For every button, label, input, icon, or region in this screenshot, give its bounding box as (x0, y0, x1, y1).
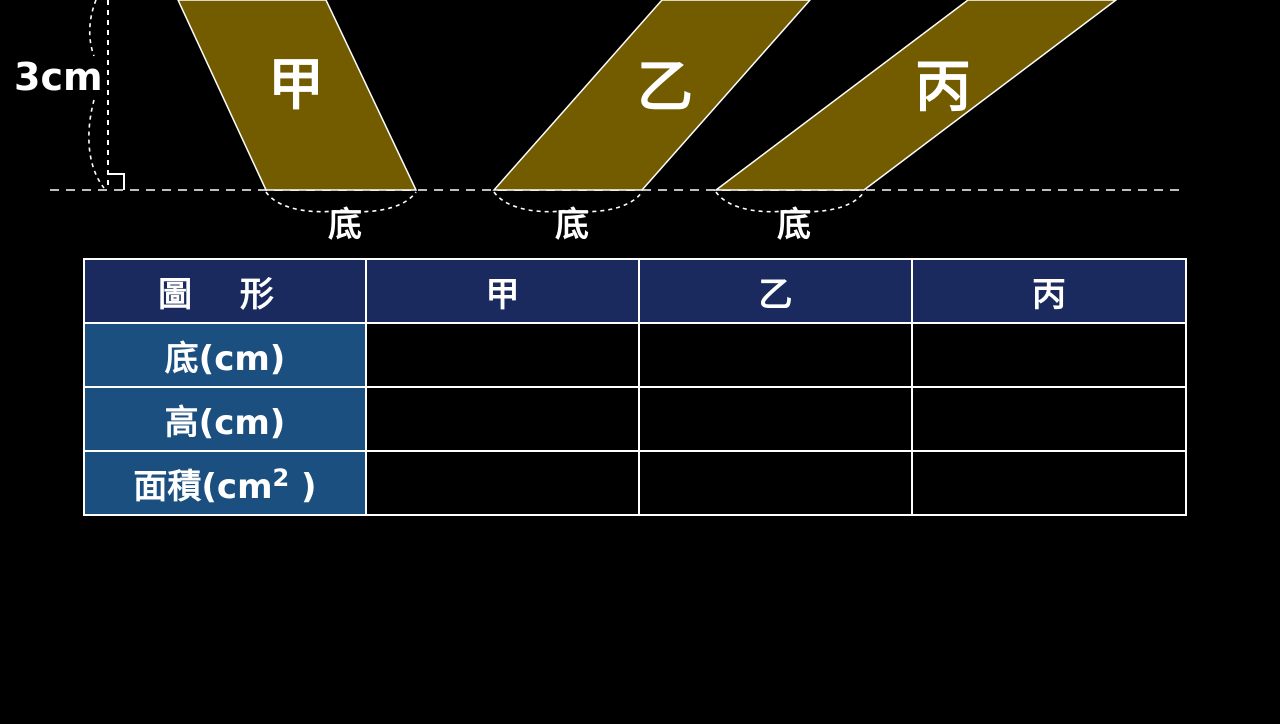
shape-label-yi: 乙 (637, 55, 693, 120)
right-angle-marker (108, 173, 125, 190)
cell-area-yi (638, 450, 913, 516)
row-label-height: 高(cm) (83, 386, 367, 452)
cell-base-yi (638, 322, 913, 388)
parallelogram-jia (177, 0, 418, 191)
table-row-base: 底(cm) (83, 322, 1187, 388)
row-label-area-main: 面積(cm (133, 466, 273, 507)
header-shape: 圖 形 (83, 258, 367, 324)
base-brace-jia (265, 191, 417, 213)
table-row-area: 面積(cm2 ) (83, 450, 1187, 516)
cell-height-bing (911, 386, 1187, 452)
base-label-jia: 底 (328, 205, 362, 245)
row-label-area-sup: 2 (272, 463, 290, 492)
base-label-yi: 底 (555, 205, 589, 245)
height-brace (88, 0, 105, 189)
cell-area-bing (911, 450, 1187, 516)
header-bing: 丙 (911, 258, 1187, 324)
row-label-area-end: ) (289, 466, 317, 507)
shape-label-jia: 甲 (268, 53, 324, 118)
table-row-height: 高(cm) (83, 386, 1187, 452)
parallelogram-yi (492, 0, 812, 191)
header-yi: 乙 (638, 258, 913, 324)
row-label-area: 面積(cm2 ) (83, 450, 367, 516)
cell-area-jia (365, 450, 640, 516)
base-label-bing: 底 (777, 205, 811, 245)
table-header-row: 圖 形 甲 乙 丙 (83, 258, 1187, 324)
cell-height-yi (638, 386, 913, 452)
height-label: 3cm (14, 55, 103, 99)
cell-base-bing (911, 322, 1187, 388)
header-jia: 甲 (365, 258, 640, 324)
row-label-base: 底(cm) (83, 322, 367, 388)
parallelogram-bing (713, 0, 1118, 191)
area-table: 圖 形 甲 乙 丙 底(cm) 高(cm) 面積(cm2 ) (83, 258, 1187, 516)
shape-label-bing: 丙 (915, 55, 971, 120)
cell-height-jia (365, 386, 640, 452)
cell-base-jia (365, 322, 640, 388)
